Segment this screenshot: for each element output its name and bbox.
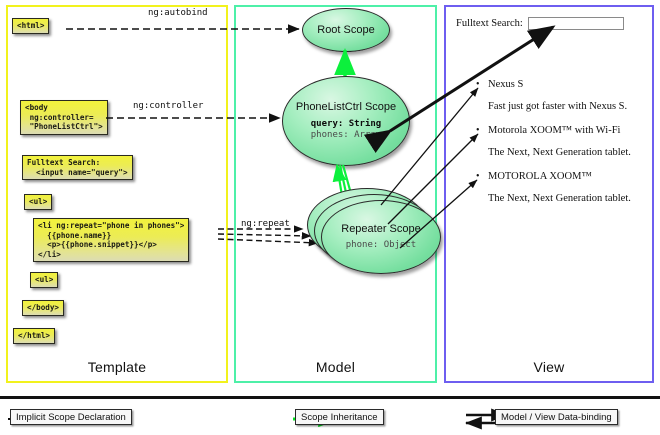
- bullet-icon: •: [476, 171, 480, 182]
- arrow-databinding-item-2: [387, 133, 479, 225]
- panel-label-template: Template: [87, 359, 147, 375]
- legend-label: Model / View Data-binding: [495, 409, 618, 425]
- legend-item-scope-inheritance: Scope Inheritance: [295, 409, 384, 425]
- list-item[interactable]: • MOTOROLA XOOM™ The Next, Next Generati…: [474, 169, 650, 206]
- legend-item-model-view-data-binding: Model / View Data-binding: [495, 409, 618, 425]
- legend: Implicit Scope Declaration Scope Inherit…: [0, 404, 660, 434]
- code-box-body-open: <body ng:controller= "PhoneListCtrl">: [20, 100, 108, 135]
- code-box-search: Fulltext Search: <input name="query">: [22, 155, 133, 181]
- repeater-scope-ellipse: Repeater Scope phone: Object: [321, 200, 441, 274]
- repeater-scope-title: Repeater Scope: [341, 222, 421, 235]
- root-scope-title: Root Scope: [317, 23, 375, 36]
- arrow-databinding-query: [363, 25, 556, 154]
- arrow-databinding-item-1: [380, 87, 479, 206]
- phone-snippet: The Next, Next Generation tablet.: [488, 147, 631, 158]
- panel-label-view: View: [533, 359, 565, 375]
- code-box-html-open: <html>: [12, 18, 50, 34]
- phone-snippet: The Next, Next Generation tablet.: [488, 193, 631, 204]
- panel-template: Template: [6, 5, 228, 383]
- legend-item-implicit-scope-declaration: Implicit Scope Declaration: [10, 409, 132, 425]
- scope-attr-phone: phone: Object: [345, 240, 417, 251]
- phone-name-text: MOTOROLA XOOM™: [488, 171, 592, 182]
- label-ng-autobind: ng:autobind: [148, 8, 208, 18]
- legend-label: Implicit Scope Declaration: [10, 409, 132, 425]
- phone-name: • MOTOROLA XOOM™: [474, 169, 650, 184]
- legend-label: Scope Inheritance: [295, 409, 384, 425]
- phone-snippet: Fast just got faster with Nexus S.: [488, 101, 628, 112]
- arrow-databinding-item-3: [399, 179, 478, 249]
- arrow-ng-repeat: [217, 225, 319, 247]
- panel-label-model: Model: [315, 359, 356, 375]
- code-box-ul-open: <ul>: [24, 194, 53, 210]
- repeater-scope-attributes: phone: Object: [346, 240, 416, 251]
- scope-attr-phones: phones: Array: [310, 129, 382, 140]
- code-box-html-close: </html>: [13, 328, 56, 344]
- label-ng-controller: ng:controller: [133, 101, 204, 111]
- view-search-label: Fulltext Search:: [456, 18, 523, 29]
- phonelistctrl-scope-attributes: query: String phones: Array: [311, 119, 381, 141]
- label-ng-repeat: ng:repeat: [241, 219, 290, 229]
- legend-divider: [0, 396, 660, 399]
- code-box-body-close: </body>: [22, 300, 65, 316]
- code-box-ul-close: <ul>: [30, 272, 59, 288]
- scope-attr-query: query: String: [310, 118, 382, 129]
- code-box-li-repeat: <li ng:repeat="phone in phones"> {{phone…: [33, 218, 190, 263]
